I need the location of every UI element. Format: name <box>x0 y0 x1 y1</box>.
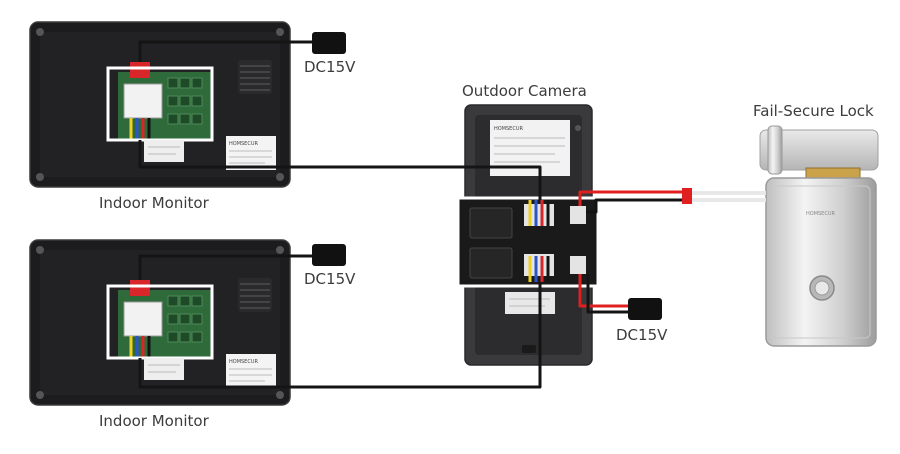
fail-secure-lock: HOMSECUR <box>759 125 879 347</box>
outdoor-camera: HOMSECUR <box>456 104 600 366</box>
monitor-brand-top: HOMSECUR <box>229 141 258 147</box>
power-adapter-camera <box>628 298 662 320</box>
lock-brand: HOMSECUR <box>806 211 835 217</box>
indoor-monitor-top-label: Indoor Monitor <box>99 194 209 212</box>
power-label-middle: DC15V <box>304 270 356 288</box>
power-adapter-top <box>312 32 346 54</box>
power-label-camera: DC15V <box>616 326 668 344</box>
power-label-top: DC15V <box>304 58 356 76</box>
indoor-monitor-bottom: HOMSECUR <box>29 239 291 406</box>
power-adapter-middle <box>312 244 346 266</box>
speaker-grille <box>238 60 272 94</box>
camera-brand: HOMSECUR <box>494 126 523 132</box>
fail-secure-lock-label: Fail-Secure Lock <box>753 102 874 120</box>
speaker-grille <box>238 278 272 312</box>
outdoor-camera-label: Outdoor Camera <box>462 82 587 100</box>
wiring <box>138 40 766 389</box>
indoor-monitor-top: HOMSECUR <box>29 21 291 188</box>
monitor-brand-bottom: HOMSECUR <box>229 359 258 365</box>
indoor-monitor-bottom-label: Indoor Monitor <box>99 412 209 430</box>
